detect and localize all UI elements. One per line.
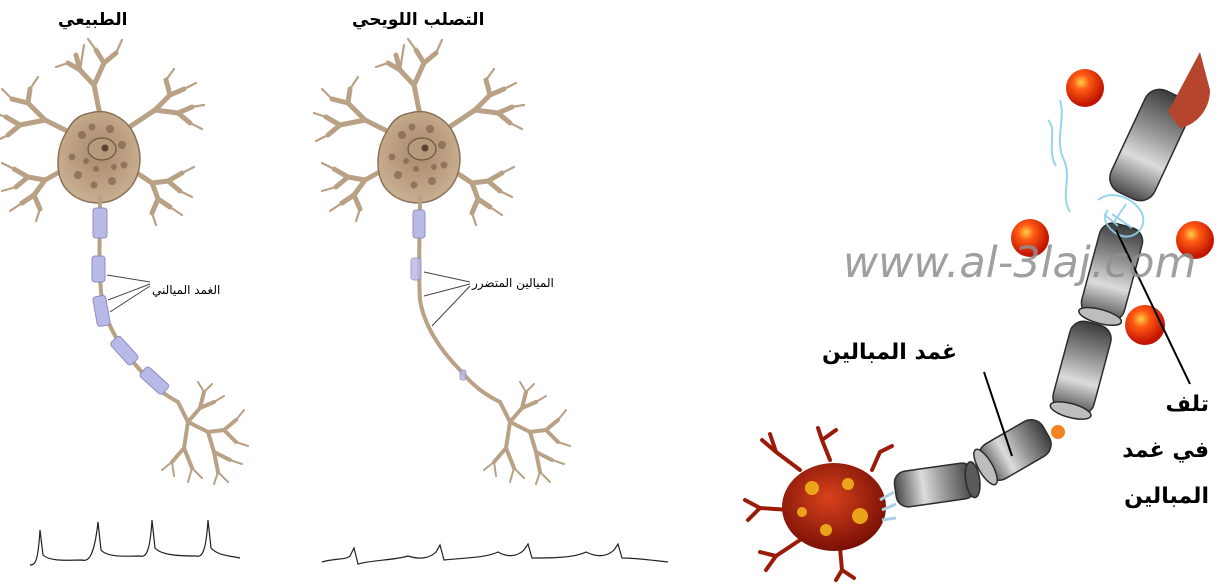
normal-title: الطبيعي [58,10,127,30]
sclerosis-title: التصلب اللويحي [352,10,484,30]
damaged-myelin-label: الميالين المتضرر [472,276,554,290]
damage-label-line-3: المبالين [1124,484,1209,509]
ms-callout-lines [424,272,470,326]
neuron-cell-body [745,428,892,580]
normal-callout-lines [107,275,150,312]
damage-label-line-2: في غمد [1122,438,1209,463]
myelin-sheath-3d-label: غمد المبالين [822,340,957,365]
normal-signal-trace [30,520,240,565]
myelin-segments [92,208,170,395]
ms-neuron [314,39,570,484]
damage-label-line-1: تلف [1166,392,1209,417]
normal-neuron [0,39,248,484]
myelin-sheath-label: الغمد الميالني [152,283,220,297]
watermark: www.al-3laj.com [843,238,1196,288]
ms-signal-trace [322,544,668,564]
